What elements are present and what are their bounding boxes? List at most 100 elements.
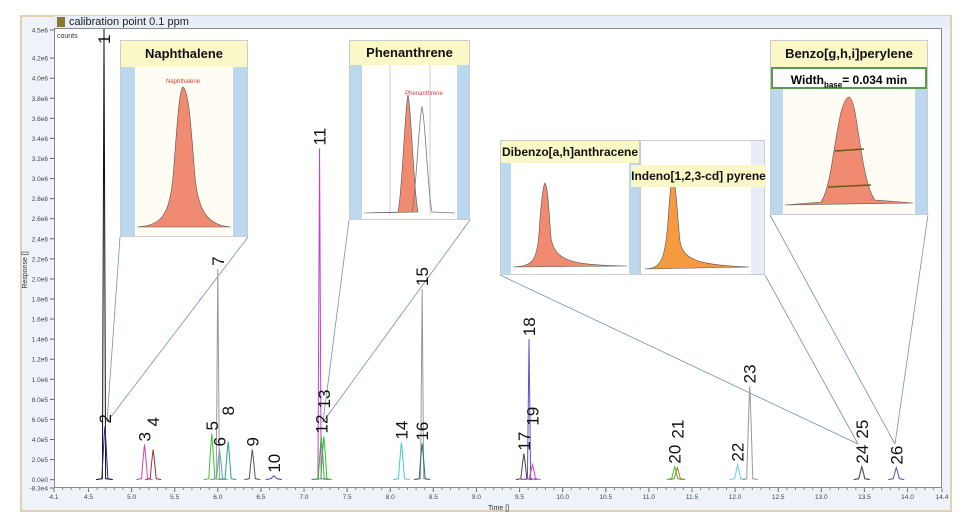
inset-peak-plot	[501, 163, 639, 274]
inset-benzo: Benzo[g,h,i]perylene Widthbase= 0.034 mi…	[770, 40, 928, 215]
y-tick-label: -8.3e4	[30, 486, 49, 493]
y-tick-label: 3.6e6	[32, 116, 49, 123]
inset-connector-line	[499, 274, 859, 445]
peak-10	[265, 474, 282, 481]
peak-4	[145, 449, 162, 481]
peak-22	[729, 462, 746, 481]
x-tick-label: 7.5	[343, 494, 352, 501]
width-marker-base	[827, 184, 872, 188]
inset-title: Naphthalene	[121, 41, 247, 67]
inset-connector-line	[322, 219, 350, 423]
y-tick-label: 1.2e6	[32, 357, 49, 364]
y-tick-label: 3.4e6	[32, 136, 49, 143]
peak-label-7: 7	[209, 256, 228, 265]
peak-label-24: 24	[853, 445, 872, 464]
peak-8	[220, 441, 237, 481]
peak-label-12: 12	[312, 415, 331, 434]
x-tick-label: 4.1	[49, 494, 58, 501]
inset-naphthalene: Naphthalene Naphthalene	[120, 40, 248, 237]
peak-label-18: 18	[520, 317, 539, 336]
x-tick-label: 8.0	[386, 494, 395, 501]
peak-label-20: 20	[666, 445, 685, 464]
window-title-bar: calibration point 0.1 ppm	[54, 16, 950, 28]
x-axis-label: Time []	[488, 505, 509, 512]
x-tick-label: 6.0	[213, 494, 222, 501]
inset-title: Dibenzo[a,h]anthracene	[501, 141, 639, 163]
peak-label-2: 2	[96, 414, 115, 423]
inset-title: Indeno[1,2,3-cd] pyrene	[631, 165, 766, 187]
y-tick-label: 3.8e6	[32, 96, 49, 103]
y-tick-label: 4.0e6	[32, 76, 49, 83]
y-unit-label: counts	[57, 33, 78, 40]
y-tick-label: 3.0e6	[32, 176, 49, 183]
peak-label-25: 25	[853, 420, 872, 439]
inset-peak	[784, 96, 914, 206]
peak-label-16: 16	[413, 422, 432, 441]
inset-connector-line	[764, 274, 859, 445]
y-tick-label: 2.0e5	[32, 457, 49, 464]
inset-connector-line	[894, 214, 929, 445]
peak-7	[209, 268, 226, 481]
inset-peak	[136, 86, 232, 228]
y-tick-label: 4.5e6	[32, 28, 49, 35]
inset-connector-line	[322, 219, 471, 423]
peak-label-4: 4	[144, 417, 163, 426]
y-tick-label: 1.0e6	[32, 377, 49, 384]
peak-label-13: 13	[315, 390, 334, 409]
x-tick-label: 13.5	[858, 494, 871, 501]
inset-title: Phenanthrene	[350, 41, 469, 65]
peak-label-6: 6	[211, 437, 230, 446]
peak-label-3: 3	[136, 432, 155, 441]
x-tick-label: 9.5	[515, 494, 524, 501]
peak-20	[666, 464, 683, 481]
x-tick-label: 4.5	[84, 494, 93, 501]
y-tick-label: 2.0e6	[32, 276, 49, 283]
inset-title: Benzo[g,h,i]perylene	[771, 41, 927, 67]
y-tick-label: 4.0e5	[32, 437, 49, 444]
peak-3	[136, 444, 153, 481]
peak-label-1: 1	[95, 35, 114, 44]
y-tick-label: 1.8e6	[32, 297, 49, 304]
y-tick-label: 2.4e6	[32, 236, 49, 243]
peak-14	[393, 442, 410, 481]
window-title: calibration point 0.1 ppm	[69, 16, 189, 28]
inset-peak-plot: Phenanthrene	[350, 65, 469, 219]
inset-indeno: Indeno[1,2,3-cd] pyrene	[631, 140, 766, 275]
peak-label-17: 17	[515, 432, 534, 451]
x-tick-label: 14.0	[901, 494, 914, 501]
peak-13	[315, 436, 332, 481]
inset-peak-plot	[771, 67, 927, 214]
peak-label-22: 22	[729, 443, 748, 462]
inset-connector-line	[106, 236, 249, 423]
inset-peak-label: Phenanthrene	[405, 91, 443, 97]
y-tick-label: 4.2e6	[32, 56, 49, 63]
x-tick-label: 10.0	[556, 494, 569, 501]
y-tick-label: 2.2e6	[32, 256, 49, 263]
peak-15	[414, 288, 431, 481]
peak-label-21: 21	[668, 420, 687, 439]
y-tick-label: 8.0e5	[32, 397, 49, 404]
x-tick-label: 11.0	[643, 494, 656, 501]
inset-peak-label: Naphthalene	[166, 79, 201, 85]
y-tick-label: 2.6e6	[32, 216, 49, 223]
peak-16	[414, 443, 431, 481]
peak-label-19: 19	[523, 407, 542, 426]
chromatogram-icon	[57, 17, 65, 27]
x-tick-label: 5.5	[170, 494, 179, 501]
peak-label-15: 15	[413, 267, 432, 286]
inset-connector-line	[106, 236, 121, 423]
peak-label-26: 26	[887, 446, 906, 465]
peak-label-14: 14	[392, 421, 411, 440]
y-tick-label: 6.0e5	[32, 417, 49, 424]
y-tick-label: 0.0e0	[32, 477, 49, 484]
peak-21	[669, 466, 686, 481]
peak-23	[741, 386, 758, 481]
x-tick-label: 9.0	[472, 494, 481, 501]
inset-peak-plot: Naphthalene	[121, 67, 247, 236]
peak-label-9: 9	[243, 437, 262, 446]
width-marker-upper	[834, 148, 865, 152]
peak-label-10: 10	[265, 454, 284, 473]
inset-connector-line	[769, 214, 896, 445]
y-tick-label: 1.6e6	[32, 317, 49, 324]
